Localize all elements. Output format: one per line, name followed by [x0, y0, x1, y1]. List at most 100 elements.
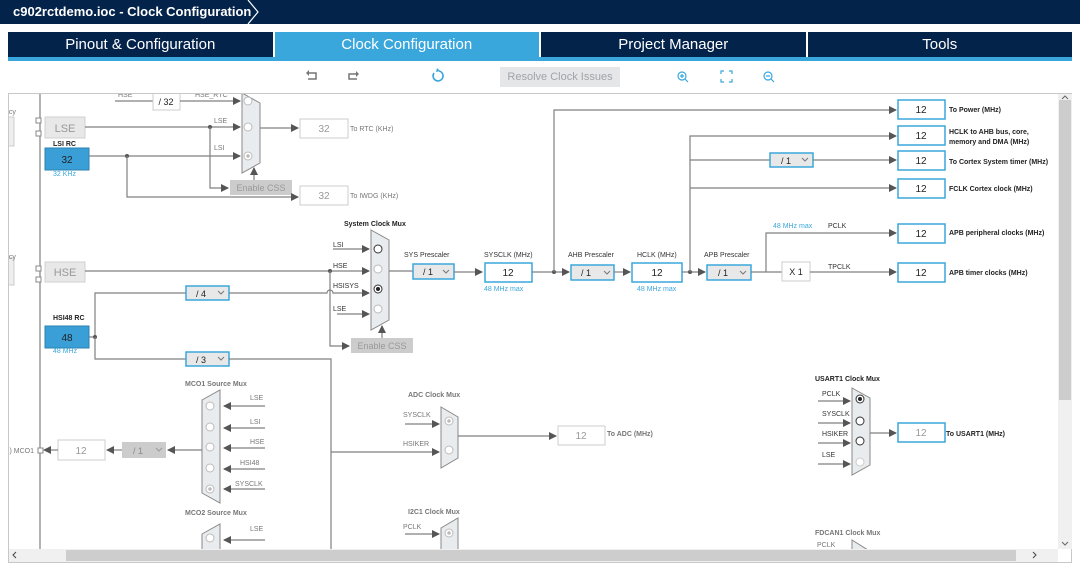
usart1-output-value: 12	[915, 428, 927, 439]
rtc-mux-radio[interactable]	[243, 96, 253, 106]
tab-clock-configuration[interactable]: Clock Configuration	[274, 32, 539, 57]
freq-input-partial[interactable]	[5, 116, 15, 147]
fdcan1-input-label: PCLK	[817, 542, 836, 549]
lsi-rc-frequency: 32 KHz	[53, 171, 76, 178]
rtc-enable-css-button[interactable]	[230, 180, 292, 195]
rtc-mux-radio[interactable]	[243, 122, 253, 132]
adc-clock-mux	[440, 406, 459, 469]
adc-input-label: HSIKER	[403, 441, 429, 448]
output-value-box[interactable]	[897, 223, 946, 244]
hse-rtc-label: HSE_RTC	[195, 92, 228, 99]
scroll-up-icon[interactable]	[1061, 95, 1069, 100]
chevron-down-icon	[217, 290, 225, 295]
lsi-rc-value: 32	[61, 155, 73, 166]
breadcrumb-chevron-icon	[247, 0, 259, 24]
output-value-box[interactable]	[897, 178, 946, 199]
main-tabs: Pinout & Configuration Clock Configurati…	[8, 32, 1072, 57]
chevron-down-icon	[155, 447, 163, 452]
usart1-radio-hsiker[interactable]	[855, 436, 865, 446]
mco1-input-label: LSE	[250, 395, 264, 402]
tab-underline	[8, 57, 1072, 61]
output-label: To Cortex System timer (MHz)	[949, 159, 1048, 166]
sysmux-input-label: LSE	[333, 306, 347, 313]
tpclk-multiplier-value: X 1	[789, 267, 803, 277]
output-value: 12	[915, 156, 927, 167]
output-value: 12	[915, 229, 927, 240]
output-label: FCLK Cortex clock (MHz)	[949, 186, 1033, 193]
adc-output-value: 12	[575, 431, 587, 442]
adc-output-label: To ADC (MHz)	[607, 431, 653, 438]
tab-pinout-configuration[interactable]: Pinout & Configuration	[8, 32, 273, 57]
iwdg-output-value: 32	[318, 191, 330, 202]
mco1-input-label: LSI	[250, 419, 261, 426]
mco1-input-label: HSE	[250, 439, 265, 446]
cortex-timer-divider-value: / 1	[781, 156, 791, 166]
tpclk-label: TPCLK	[828, 264, 851, 271]
sysclk-label: SYSCLK (MHz)	[484, 252, 533, 259]
mco1-divider-value: / 1	[133, 446, 143, 456]
system-clock-mux-title: System Clock Mux	[344, 221, 406, 228]
sysmux-input-label: LSI	[333, 242, 344, 249]
sysmux-radio-lsi[interactable]	[373, 244, 383, 254]
mco1-divider-dropdown[interactable]	[122, 442, 166, 458]
adc-input-label: SYSCLK	[403, 412, 431, 419]
mco1-source-mux-title: MCO1 Source Mux	[185, 381, 247, 388]
sysclk-max: 48 MHz max	[484, 286, 524, 293]
hsi48-rc-frequency: 48 MHz	[53, 348, 78, 355]
chevron-down-icon	[442, 269, 450, 274]
iwdg-output-label: To IWDG (KHz)	[350, 193, 398, 200]
freq-input-partial[interactable]	[5, 257, 15, 286]
pclk-max: 48 MHz max	[773, 223, 813, 230]
output-apb-peripheral: 12 APB peripheral clocks (MHz)	[897, 223, 1044, 244]
sysmux-input-label: HSE	[333, 263, 348, 270]
vertical-scroll-thumb[interactable]	[1059, 100, 1071, 400]
output-value-box[interactable]	[897, 262, 946, 283]
output-value-box[interactable]	[897, 125, 946, 146]
mco2-radio[interactable]	[205, 533, 215, 543]
adc-radio[interactable]	[444, 445, 454, 455]
lsi-rc-source[interactable]	[44, 147, 90, 171]
mco1-radio[interactable]	[205, 422, 215, 432]
mco2-input-label: LSE	[250, 526, 264, 533]
mco1-radio[interactable]	[205, 463, 215, 473]
mco1-radio[interactable]	[205, 401, 215, 411]
output-label: HCLK to AHB bus, core,	[949, 129, 1029, 136]
ahb-prescaler-dropdown[interactable]	[570, 264, 615, 281]
mco1-radio[interactable]	[205, 442, 215, 452]
hse-source[interactable]	[44, 261, 86, 283]
usart1-radio-sysclk[interactable]	[855, 416, 865, 426]
usart1-radio-lse[interactable]	[855, 457, 865, 467]
output-fclk: 12 FCLK Cortex clock (MHz)	[897, 178, 1033, 199]
tab-tools[interactable]: Tools	[807, 32, 1072, 57]
sysmux-input-label: HSISYS	[333, 283, 359, 290]
hsiker-divider-value: / 3	[196, 355, 206, 365]
scroll-down-icon[interactable]	[1061, 541, 1069, 546]
sysmux-radio-hse[interactable]	[373, 264, 383, 274]
mco2-source-mux	[201, 523, 221, 549]
scroll-right-icon[interactable]	[1032, 551, 1037, 559]
hclk-value: 12	[651, 268, 663, 279]
lsi-rc-label: LSI RC	[53, 141, 76, 148]
rtc-output	[299, 118, 349, 139]
i2c1-clock-mux-title: I2C1 Clock Mux	[408, 509, 460, 516]
usart1-input-label: SYSCLK	[822, 411, 850, 418]
title-bar: c902rctdemo.ioc - Clock Configuration	[0, 0, 1080, 24]
rtc-output-label: To RTC (KHz)	[350, 126, 393, 133]
resolve-clock-issues-button[interactable]: Resolve Clock Issues	[500, 67, 620, 87]
tab-project-manager[interactable]: Project Manager	[541, 32, 806, 57]
horizontal-scroll-thumb[interactable]	[66, 550, 1016, 561]
horizontal-scrollbar[interactable]	[9, 549, 1058, 562]
vertical-scrollbar[interactable]	[1058, 94, 1072, 549]
usart1-input-label: LSE	[822, 452, 836, 459]
output-value-box[interactable]	[897, 99, 946, 120]
sys-enable-css-button[interactable]	[351, 338, 413, 353]
rtc-enable-css-label: Enable CSS	[236, 183, 285, 193]
hsi48-rc-value: 48	[61, 333, 73, 344]
sys-prescaler-value: / 1	[423, 267, 433, 277]
usart1-output[interactable]	[897, 422, 946, 443]
sysmux-radio-lse[interactable]	[373, 304, 383, 314]
output-value-box[interactable]	[897, 150, 946, 171]
scroll-left-icon[interactable]	[12, 551, 17, 559]
output-label: APB timer clocks (MHz)	[949, 270, 1028, 277]
